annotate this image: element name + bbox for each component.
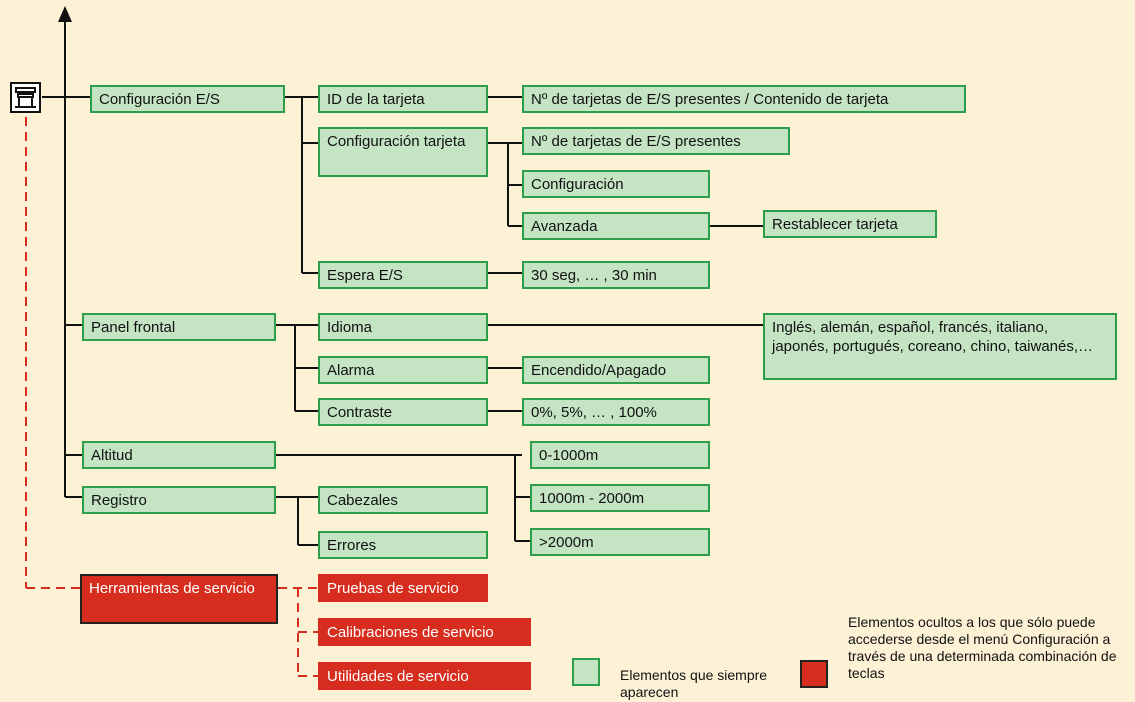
node-altitud-1000-2000[interactable]: 1000m - 2000m bbox=[530, 484, 710, 512]
legend-red-label: Elementos ocultos a los que sólo puede a… bbox=[848, 614, 1117, 681]
node-utilidades-servicio[interactable]: Utilidades de servicio bbox=[318, 662, 531, 690]
node-altitud[interactable]: Altitud bbox=[82, 441, 276, 469]
node-altitud-0-1000[interactable]: 0-1000m bbox=[530, 441, 710, 469]
node-configuracion[interactable]: Configuración bbox=[522, 170, 710, 198]
node-pruebas-servicio[interactable]: Pruebas de servicio bbox=[318, 574, 488, 602]
node-altitud-2000[interactable]: >2000m bbox=[530, 528, 710, 556]
node-errores[interactable]: Errores bbox=[318, 531, 488, 559]
node-contraste-valores[interactable]: 0%, 5%, … , 100% bbox=[522, 398, 710, 426]
node-panel-frontal[interactable]: Panel frontal bbox=[82, 313, 276, 341]
node-alarma[interactable]: Alarma bbox=[318, 356, 488, 384]
node-espera-es[interactable]: Espera E/S bbox=[318, 261, 488, 289]
node-encendido-apagado[interactable]: Encendido/Apagado bbox=[522, 356, 710, 384]
node-registro[interactable]: Registro bbox=[82, 486, 276, 514]
node-cabezales[interactable]: Cabezales bbox=[318, 486, 488, 514]
node-config-es[interactable]: Configuración E/S bbox=[90, 85, 285, 113]
legend-green-label: Elementos que siempre aparecen bbox=[620, 667, 768, 700]
node-config-tarjeta[interactable]: Configuración tarjeta bbox=[318, 127, 488, 177]
node-avanzada[interactable]: Avanzada bbox=[522, 212, 710, 240]
node-restablecer-tarjeta[interactable]: Restablecer tarjeta bbox=[763, 210, 937, 238]
node-calibraciones-servicio[interactable]: Calibraciones de servicio bbox=[318, 618, 531, 646]
node-herramientas-servicio[interactable]: Herramientas de servicio bbox=[80, 574, 278, 624]
legend-red-swatch bbox=[800, 660, 828, 688]
node-contraste[interactable]: Contraste bbox=[318, 398, 488, 426]
node-idioma[interactable]: Idioma bbox=[318, 313, 488, 341]
legend-green-swatch bbox=[572, 658, 600, 686]
node-num-tarjetas-contenido[interactable]: Nº de tarjetas de E/S presentes / Conten… bbox=[522, 85, 966, 113]
node-idiomas-lista[interactable]: Inglés, alemán, español, francés, italia… bbox=[763, 313, 1117, 380]
node-num-tarjetas[interactable]: Nº de tarjetas de E/S presentes bbox=[522, 127, 790, 155]
node-id-tarjeta[interactable]: ID de la tarjeta bbox=[318, 85, 488, 113]
node-espera-valores[interactable]: 30 seg, … , 30 min bbox=[522, 261, 710, 289]
printer-icon[interactable] bbox=[10, 82, 41, 113]
